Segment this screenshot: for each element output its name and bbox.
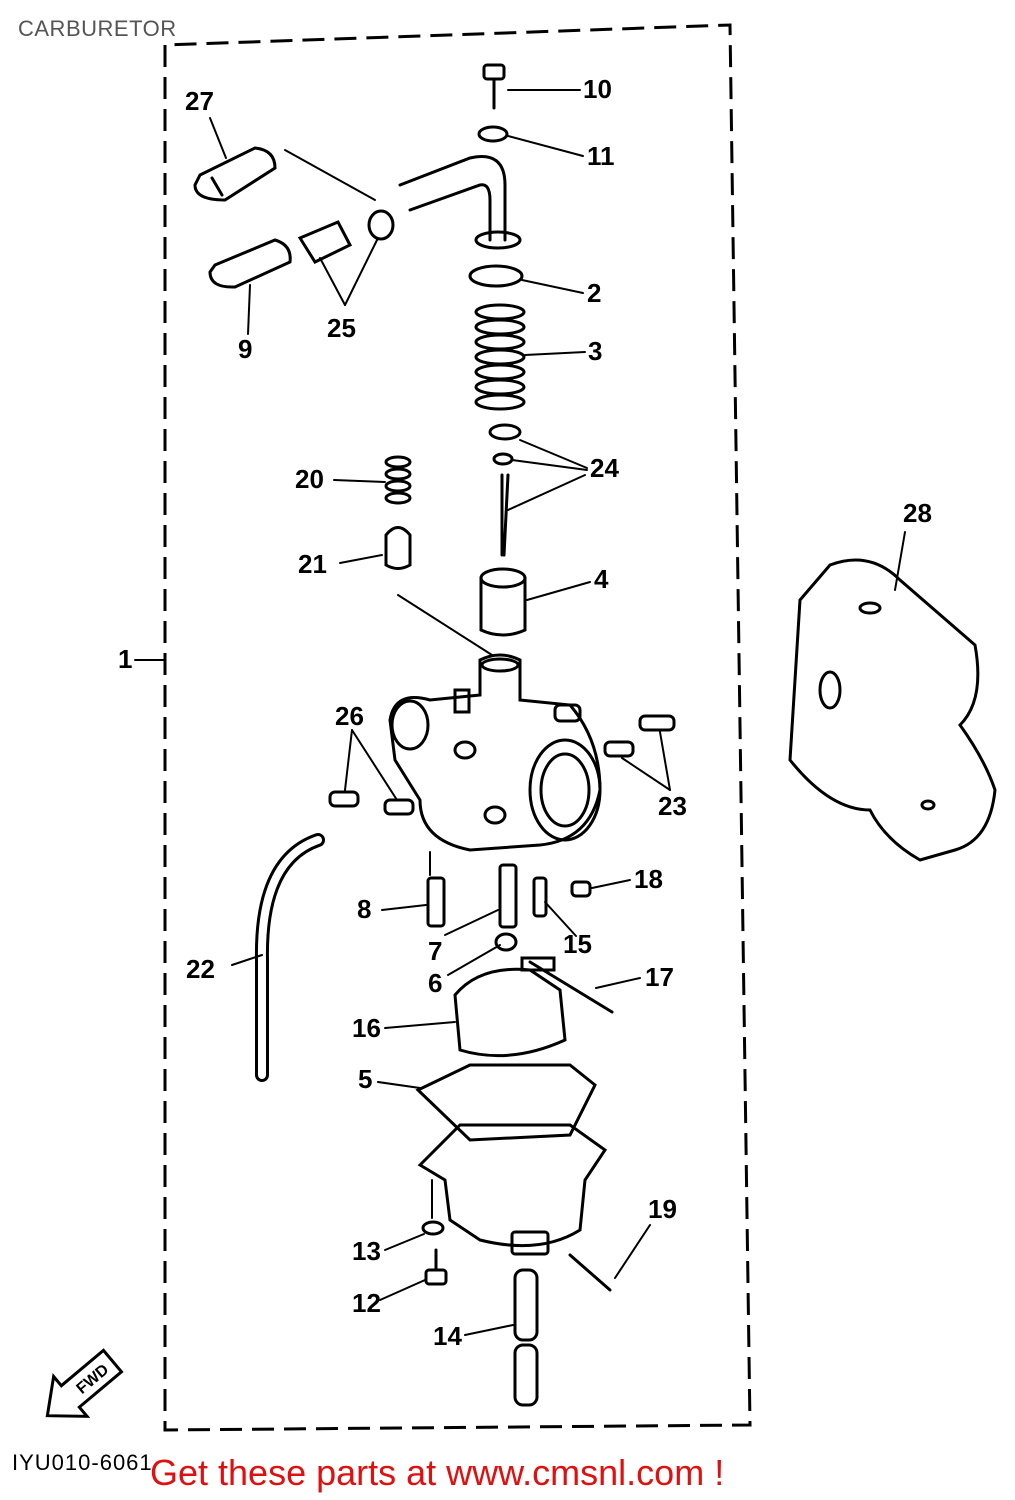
- callout-10: 10: [583, 74, 612, 104]
- part-drain-screw-19: [568, 1253, 612, 1292]
- part-cover-28: [788, 558, 997, 862]
- callout-8: 8: [357, 894, 371, 924]
- callout-3: 3: [588, 336, 602, 366]
- callout-26: 26: [335, 701, 364, 731]
- part-cable-elbow: [398, 155, 522, 250]
- part-screw-12: [424, 1248, 448, 1286]
- callout-13: 13: [352, 1236, 381, 1266]
- part-needle-jet-7: [498, 863, 518, 929]
- part-spring-3: [474, 303, 526, 411]
- part-hose-22: [254, 833, 325, 1082]
- part-tube-14: [513, 1268, 539, 1407]
- callout-24: 24: [590, 453, 619, 483]
- callout-12: 12: [352, 1288, 381, 1318]
- callout-27: 27: [185, 86, 214, 116]
- fwd-arrow-icon: FWD: [45, 1348, 124, 1418]
- part-screw-26: [328, 790, 415, 816]
- part-gasket-2: [468, 264, 524, 288]
- callout-5: 5: [358, 1064, 372, 1094]
- callout-21: 21: [298, 549, 327, 579]
- part-cap-9: [208, 238, 292, 289]
- callout-7: 7: [428, 936, 442, 966]
- callout-23: 23: [658, 791, 687, 821]
- callout-11: 11: [587, 141, 615, 171]
- callout-28: 28: [903, 498, 932, 528]
- diagram-code: IYU010-6061: [12, 1450, 153, 1475]
- callout-9: 9: [238, 334, 252, 364]
- part-plunger-21: [384, 526, 412, 570]
- part-carburetor-body: [388, 653, 602, 852]
- callout-1: 1: [118, 644, 132, 674]
- assembly-frame: [163, 23, 752, 1432]
- part-jet-8: [426, 876, 446, 928]
- callout-2: 2: [587, 278, 601, 308]
- part-pilot-jet-15: [532, 876, 548, 918]
- promo-link[interactable]: Get these parts at www.cmsnl.com !: [150, 1452, 725, 1493]
- part-washer-11: [477, 125, 509, 143]
- callout-20: 20: [295, 464, 324, 494]
- part-float-16: [453, 956, 614, 1058]
- callout-6: 6: [428, 968, 442, 998]
- part-nut-25: [297, 209, 395, 264]
- callout-14: 14: [433, 1321, 462, 1351]
- callout-4: 4: [594, 564, 609, 594]
- callout-22: 22: [186, 954, 215, 984]
- part-gasket-5: [415, 1063, 597, 1142]
- part-screw-23: [603, 714, 676, 758]
- callout-18: 18: [634, 864, 663, 894]
- part-spring-20: [384, 455, 412, 505]
- part-needle-24: [488, 423, 522, 557]
- callout-17: 17: [645, 962, 674, 992]
- callout-19: 19: [648, 1194, 677, 1224]
- part-float-chamber: [417, 1123, 608, 1256]
- page-title: CARBURETOR: [18, 16, 177, 41]
- part-throttle-valve-4: [479, 567, 527, 637]
- part-washer-13: [421, 1220, 445, 1236]
- callout-25: 25: [327, 313, 356, 343]
- part-screw-10: [482, 63, 506, 110]
- part-plug-18: [570, 880, 592, 898]
- callout-15: 15: [563, 929, 592, 959]
- callout-16: 16: [352, 1013, 381, 1043]
- part-cap-27: [193, 146, 277, 202]
- part-main-jet-6: [494, 932, 518, 952]
- leader-lines: [134, 89, 906, 1336]
